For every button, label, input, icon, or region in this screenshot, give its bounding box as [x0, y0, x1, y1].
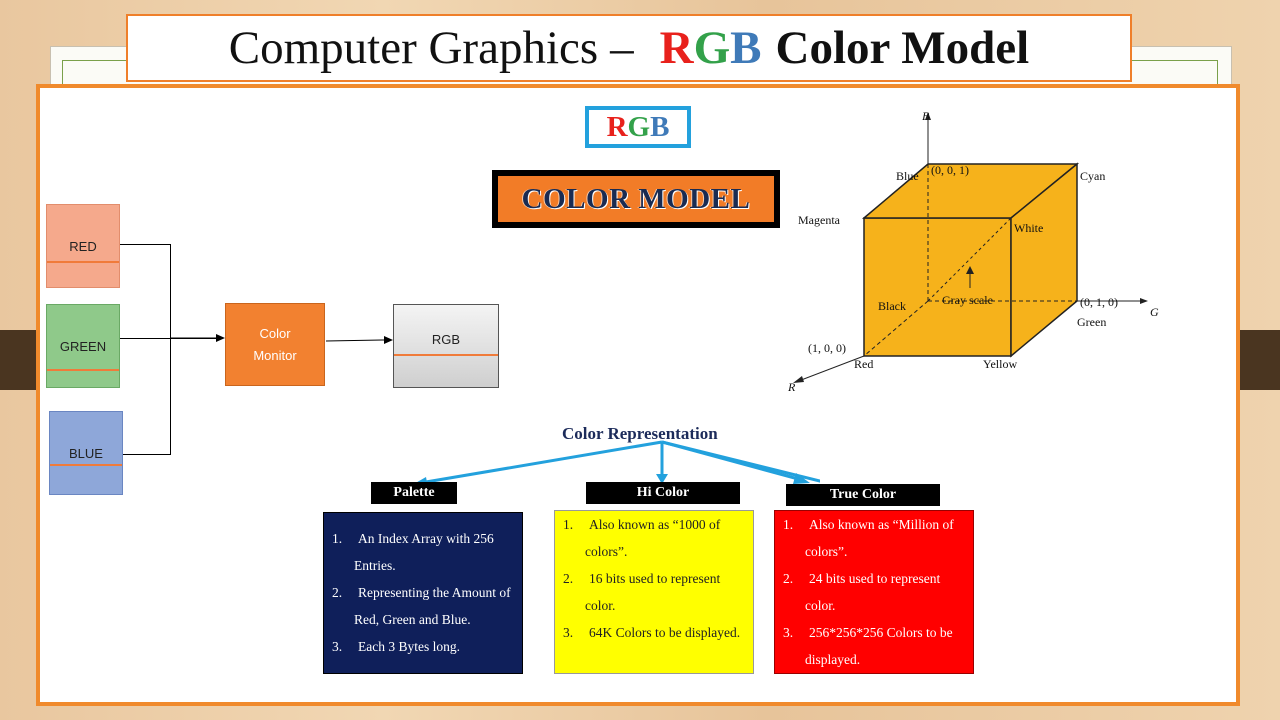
palette-header: Palette	[371, 482, 457, 504]
arrow-to-rgb	[326, 336, 393, 344]
list-item: 2. 16 bits used to represent color.	[563, 565, 745, 619]
title-suffix: Color Model	[775, 22, 1030, 74]
truecolor-list: 1.Also known as “Million of colors”. 2.2…	[783, 511, 965, 673]
white-vertex-label: White	[1014, 221, 1043, 235]
arrow-to-monitor	[170, 334, 225, 342]
axis-g-arrowhead	[1140, 298, 1148, 304]
magenta-vertex-label: Magenta	[798, 213, 841, 227]
blue-block-label: BLUE	[69, 445, 103, 461]
list-item: 3. 256*256*256 Colors to be displayed.	[783, 619, 965, 673]
list-item-number: 3.	[563, 625, 574, 640]
color-monitor-block: Color Monitor	[225, 303, 325, 386]
list-item-text: Also known as “Million of colors”.	[805, 517, 954, 559]
title-g: G	[693, 22, 731, 74]
list-item-text: 24 bits used to represent color.	[805, 571, 941, 613]
red-vertex-coord: (1, 0, 0)	[808, 341, 846, 355]
title-r: R	[659, 22, 694, 74]
monitor-label-line1: Color	[259, 325, 291, 341]
truecolor-card: 1.Also known as “Million of colors”. 2.2…	[774, 510, 974, 674]
green-block-label: GREEN	[59, 338, 107, 354]
list-item-number: 3.	[783, 625, 794, 640]
gray-scale-diagonal	[927, 217, 1012, 302]
cyan-vertex-label: Cyan	[1080, 169, 1105, 183]
red-block: RED	[46, 204, 120, 288]
yellow-vertex-label: Yellow	[983, 357, 1017, 371]
badge-r: R	[606, 110, 628, 143]
green-block: GREEN	[46, 304, 120, 388]
red-vertex-label: Red	[854, 357, 873, 371]
list-item-number: 1.	[563, 517, 574, 532]
palette-card: 1. An Index Array with 256 Entries. 2. Rep…	[323, 512, 523, 674]
connector-red-h	[120, 244, 170, 245]
list-item-number: 1.	[332, 531, 343, 546]
title-dash: –	[610, 22, 634, 74]
cube-front-face	[863, 217, 1012, 357]
list-item-text: 256*256*256 Colors to be displayed.	[805, 625, 953, 667]
blue-block: BLUE	[49, 411, 123, 495]
green-vertex-coord: (0, 1, 0)	[1080, 295, 1118, 309]
axis-b-arrowhead	[925, 112, 931, 120]
list-item-text: Each 3 Bytes long.	[358, 639, 460, 654]
rgb-output-divider	[394, 354, 498, 356]
list-item-number: 2.	[332, 585, 343, 600]
green-block-divider	[47, 369, 119, 371]
list-item-text: An Index Array with 256 Entries.	[354, 531, 494, 573]
axis-g-label: G	[1150, 305, 1159, 319]
monitor-label-line2: Monitor	[253, 347, 297, 363]
gray-scale-arrowhead	[966, 266, 974, 274]
color-model-banner: COLOR MODEL	[492, 170, 780, 228]
list-item-text: 64K Colors to be displayed.	[589, 625, 741, 640]
list-item-number: 2.	[783, 571, 794, 586]
cube-hidden-edge-depth	[863, 300, 929, 357]
monitor-label: Color Monitor	[253, 323, 296, 367]
black-vertex-label: Black	[878, 299, 906, 313]
color-model-label: COLOR MODEL	[498, 176, 774, 222]
blue-vertex-label: Blue	[896, 169, 919, 183]
list-item: 3. 64K Colors to be displayed.	[563, 619, 745, 646]
rgb-cube-diagram: B G R Blue (0, 0, 1) Cyan Magenta White …	[787, 109, 1159, 394]
list-item-text: 16 bits used to represent color.	[585, 571, 721, 613]
list-item: 1. An Index Array with 256 Entries.	[332, 525, 514, 579]
axis-r-label: R	[787, 380, 796, 394]
red-block-label: RED	[69, 238, 97, 254]
connector-blue-h	[123, 454, 170, 455]
palette-list: 1. An Index Array with 256 Entries. 2. Rep…	[332, 525, 514, 660]
blue-block-divider	[50, 464, 122, 466]
rgb-output-block: RGB	[393, 304, 499, 388]
list-item: 3. Each 3 Bytes long.	[332, 633, 514, 660]
list-item: 2. 24 bits used to represent color.	[783, 565, 965, 619]
blue-vertex-coord: (0, 0, 1)	[931, 163, 969, 177]
badge-g: G	[627, 110, 651, 143]
hicolor-card: 1. Also known as “1000 of colors”. 2. 16 b…	[554, 510, 754, 674]
truecolor-header: True Color	[786, 484, 940, 506]
title-prefix: Computer Graphics	[228, 22, 599, 74]
list-item: 1. Also known as “1000 of colors”.	[563, 511, 745, 565]
green-vertex-label: Green	[1077, 315, 1106, 329]
hicolor-header: Hi Color	[586, 482, 740, 504]
badge-b: B	[650, 110, 670, 143]
title-b: B	[730, 22, 762, 74]
axis-b-label: B	[922, 109, 930, 123]
list-item: 2. Representing the Amount of Red, Green …	[332, 579, 514, 633]
rgb-output-label: RGB	[431, 332, 461, 347]
axis-r-arrowhead	[793, 376, 804, 383]
hicolor-list: 1. Also known as “1000 of colors”. 2. 16 b…	[563, 511, 745, 646]
gray-scale-label: Gray scale	[942, 293, 993, 307]
list-item-number: 3.	[332, 639, 343, 654]
list-item-text: Also known as “1000 of colors”.	[585, 517, 721, 559]
red-block-divider	[47, 261, 119, 263]
list-item-text: Representing the Amount of Red, Green an…	[354, 585, 511, 627]
list-item-number: 2.	[563, 571, 574, 586]
connector-vertical	[170, 244, 171, 455]
color-representation-title: Color Representation	[562, 424, 718, 443]
list-item-number: 1.	[783, 517, 794, 532]
arrow-to-true-color	[662, 440, 810, 484]
axis-r	[795, 355, 865, 383]
list-item: 1. Also known as “Million of colors”.	[783, 511, 965, 565]
